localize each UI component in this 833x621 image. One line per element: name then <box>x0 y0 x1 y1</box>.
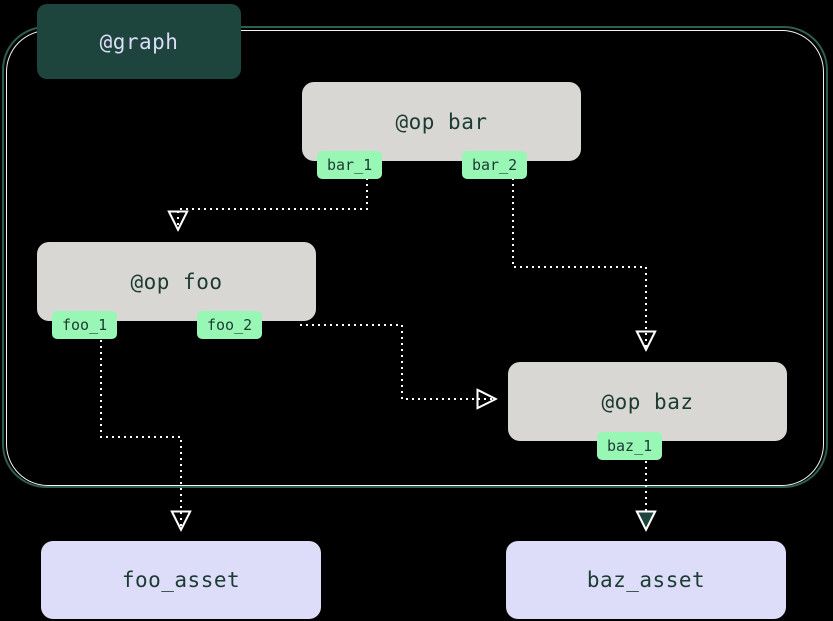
port-foo-2-label: foo_2 <box>207 316 253 334</box>
port-baz-1[interactable]: baz_1 <box>597 432 663 460</box>
graph-container-border <box>2 26 828 488</box>
node-op-baz-label: @op baz <box>601 389 694 414</box>
port-bar-2-label: bar_2 <box>472 156 518 174</box>
node-op-foo-label: @op foo <box>130 269 223 294</box>
port-foo-1-label: foo_1 <box>62 316 108 334</box>
node-foo-asset-label: foo_asset <box>121 568 241 592</box>
port-foo-2[interactable]: foo_2 <box>197 311 263 339</box>
node-op-foo[interactable]: @op foo <box>37 242 316 321</box>
node-baz-asset-label: baz_asset <box>586 568 706 592</box>
node-op-bar-label: @op bar <box>395 109 488 134</box>
graph-label-text: @graph <box>99 29 179 54</box>
node-foo-asset[interactable]: foo_asset <box>41 541 321 619</box>
graph-container-outline <box>6 30 824 486</box>
node-op-baz[interactable]: @op baz <box>508 362 787 441</box>
port-bar-1[interactable]: bar_1 <box>317 151 383 179</box>
port-bar-2[interactable]: bar_2 <box>462 151 528 179</box>
node-baz-asset[interactable]: baz_asset <box>506 541 786 619</box>
graph-label-chip: @graph <box>37 4 241 79</box>
port-baz-1-label: baz_1 <box>607 437 653 455</box>
node-op-bar[interactable]: @op bar <box>302 82 581 161</box>
port-foo-1[interactable]: foo_1 <box>52 311 118 339</box>
port-bar-1-label: bar_1 <box>327 156 373 174</box>
